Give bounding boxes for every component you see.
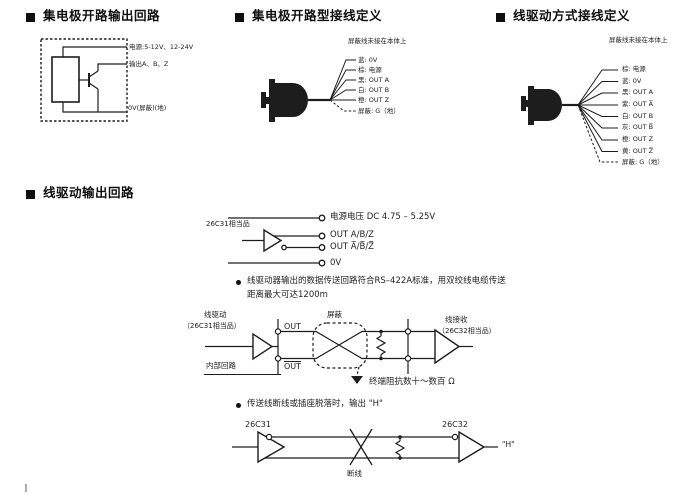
zero-volt-label: 0V (330, 257, 342, 268)
page-corner-mark (25, 484, 27, 492)
internal-circuit-label: 内部回路 (206, 361, 236, 370)
wire-break-label: 断线 (347, 468, 362, 478)
note1-line2: 距离最大可达1200m (247, 289, 328, 300)
wire-break-diagram (232, 428, 498, 466)
s1-output-label: 输出A、B、Z (129, 59, 169, 68)
s1-title: 集电极开路输出回路 (43, 8, 161, 23)
encoder-icon-open-collector (261, 79, 308, 122)
line-driver-label: 线驱动 (204, 309, 227, 319)
out-abz-bar-label: OUT A̅/B̅/Z̅ (330, 242, 375, 252)
section-bullet-icon (235, 13, 244, 22)
section-bullet-icon (26, 190, 35, 199)
wire-label: 橙: OUT Z (358, 95, 390, 104)
wire-label: 紫: OUT A̅ (622, 100, 654, 108)
note1-line1: 线驱动器输出的数据传送回路符合RS–422A标准，用双绞线电缆传送 (247, 276, 506, 286)
wire-label: 屏蔽: G（地） (358, 106, 400, 115)
encoder-icon-line-driver (521, 86, 562, 125)
shield-label: 屏蔽 (327, 309, 342, 319)
line-receiver-chip-label: （26C32相当品） (438, 327, 496, 335)
wire-label: 灰: OUT B̅ (622, 123, 654, 131)
wire-label: 橙: OUT Z (622, 135, 654, 143)
line-driver-chip-label: （26C31相当品） (183, 322, 241, 330)
wire-label: 蓝: 0V (358, 55, 378, 64)
encoder-wires-line-driver (562, 69, 618, 163)
supply-voltage-label: 电源电压 DC 4.75 – 5.25V (330, 212, 436, 222)
s1-power-label: 电源:5-12V、12-24V (129, 42, 194, 51)
s3-title: 线驱动方式接线定义 (513, 8, 631, 23)
encoder-wires-open-collector (308, 59, 356, 112)
out-label: OUT (284, 321, 302, 331)
bullet-icon (236, 403, 241, 408)
wire-label: 黑: OUT A (358, 75, 390, 84)
wire-label: 棕: 电源 (358, 65, 382, 74)
wire-label: 蓝: 0V (622, 76, 642, 85)
wire-label: 白: OUT B (358, 85, 390, 94)
s1-zero-label: 0V(屏蔽)(地) (128, 104, 167, 112)
chip-26c32-label: 26C32 (442, 419, 468, 429)
s2-shield-note: 屏蔽线未接在本体上 (348, 37, 407, 45)
note2-text: 传送线断线或插座脱落时，输出 "H" (247, 399, 383, 409)
s4-title: 线驱动输出回路 (43, 185, 135, 200)
s2-title: 集电极开路型接线定义 (252, 8, 383, 23)
driver-chip-label: 26C31相当品 (206, 220, 250, 228)
termination-impedance-label: 终端阻抗数十～数百 Ω (369, 376, 455, 387)
bullet-icon (236, 280, 241, 285)
open-collector-circuit-diagram (40, 38, 128, 122)
out-abz-label: OUT A/B/Z (330, 230, 375, 240)
section-bullet-icon (26, 13, 35, 22)
output-h-label: "H" (502, 440, 515, 449)
wire-label: 屏蔽: G（地） (622, 157, 664, 166)
wire-label: 棕: 电源 (622, 65, 646, 73)
wire-label: 黄: OUT Z̅ (622, 146, 654, 155)
s3-shield-note: 屏蔽线未接在本体上 (609, 35, 668, 44)
section-bullet-icon (496, 13, 505, 22)
wire-label: 白: OUT B (622, 111, 654, 120)
chip-26c31-label: 26C31 (245, 419, 271, 429)
line-driver-output-diagram (228, 214, 326, 267)
wire-label: 黑: OUT A (622, 88, 654, 96)
transmission-line-diagram (204, 319, 473, 384)
out-bar-label: OUT (284, 362, 302, 371)
line-receiver-label: 线接收 (445, 314, 468, 324)
